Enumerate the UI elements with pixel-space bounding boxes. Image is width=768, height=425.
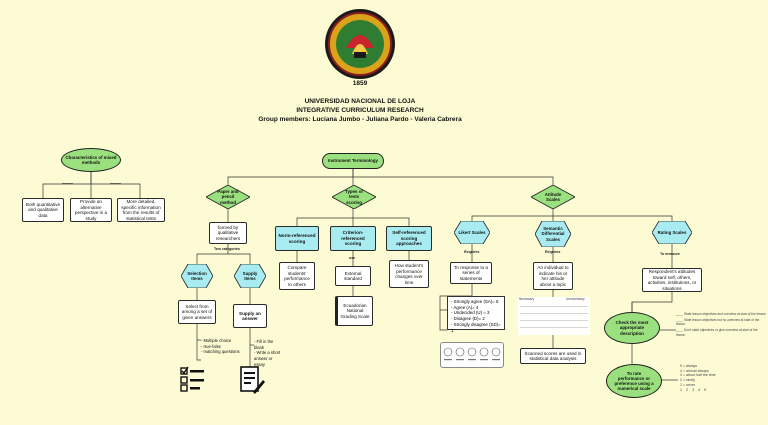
formed-by-box: formed by qualitative researchers	[209, 222, 247, 244]
semantic-table-right: Unnecessary	[566, 297, 585, 301]
mixed-arrow-label-1: ———	[62, 181, 73, 185]
likert-value: - Strongly disagree (SD)= 1	[451, 321, 501, 333]
norm-desc-box: Compare students' performance to others	[279, 262, 315, 290]
selection-items-hex: Selection Items	[180, 263, 214, 289]
criterion-desc-box: External standard	[335, 266, 371, 286]
self-referenced-box: Self-referenced scoring approaches	[386, 226, 432, 251]
types-scoring-label: Types of tests scoring	[345, 189, 363, 205]
supply-desc-box: Supply an answer	[233, 304, 267, 328]
selection-items-label: Selection Items	[187, 270, 207, 281]
mixed-item-3: More detailed, specific information from…	[117, 198, 165, 222]
likert-value: - Strongly agree (SA)= 5	[451, 299, 499, 304]
semantic-desc-box: An individual to indicate his or her att…	[533, 262, 573, 290]
select-list: - Multiple choice - true-false - matchin…	[201, 338, 241, 355]
likert-value: - Disagree (D)= 2	[451, 316, 485, 322]
rate-option: 2 = rarely	[680, 378, 696, 383]
rate-option: 3 = about half the time	[680, 373, 716, 378]
rate-option: 1 = never	[680, 382, 696, 387]
rate-options: 5 = always 4 = almost always 3 = about h…	[680, 364, 764, 393]
instrument-terminology-node: Instrument Terminology	[322, 153, 384, 169]
select-list-item: - Multiple choice	[201, 338, 232, 343]
check-option: ____ Don't state objectives or give over…	[676, 328, 758, 337]
semantic-differential-table: Necessary Unnecessary	[518, 297, 590, 335]
ecuadorian-scale-box: Ecuadorian National Grading Scale	[335, 296, 373, 326]
semantic-bottom-box: Scanned scores are used in statistical d…	[520, 348, 586, 364]
semantic-requires-label: Requires	[545, 250, 561, 254]
self-desc-box: How student's performance changes over t…	[389, 260, 429, 288]
mixed-item-1: Both quantitative and qualitative data	[22, 198, 64, 222]
document-pencil-icon	[239, 366, 265, 394]
rating-scales-hex: Rating Scales	[651, 220, 693, 245]
two-categories-label: Two categories	[214, 247, 240, 251]
paper-pencil-diamond: Paper and pencil method	[205, 184, 251, 210]
likert-requires-label: Requires	[464, 250, 480, 254]
semantic-scales-hex: Semantic Differential Scales	[534, 220, 572, 248]
criterion-referenced-box: Criterion-referenced scoring	[330, 226, 376, 251]
check-option: ____ State lesson objectives and overvie…	[676, 312, 766, 316]
check-option: ____ State lesson objectives but no over…	[676, 318, 760, 327]
seal-year: 1859	[352, 80, 368, 87]
rate-performance-label: To rate performance or preference using …	[614, 370, 654, 392]
likert-scales-hex: Likert Scales	[453, 220, 491, 245]
likert-value: - Undecided (U) = 3	[451, 310, 490, 316]
types-scoring-diamond: Types of tests scoring	[331, 184, 377, 210]
mixed-methods-node: Characteristics of mixed methods	[61, 148, 121, 172]
likert-value: - Agree (A)= 4	[451, 304, 479, 310]
mixed-methods-label: Characteristics of mixed methods	[65, 154, 117, 165]
attitude-scales-label: Attitude Scales	[544, 191, 562, 202]
mixed-item-2: Provide an alternative perspective in a …	[70, 198, 112, 222]
rate-option: 5 = always	[680, 364, 698, 368]
mixed-arrow-label-2: ———	[110, 181, 121, 185]
norm-referenced-box: Norm-referenced scoring	[275, 226, 319, 251]
check-description-label: Check the most appropriate description	[615, 320, 649, 336]
subject-title: INTEGRATIVE CURRICULUM RESEARCH	[296, 107, 424, 114]
likert-desc-box: To response to a series of statements	[450, 262, 492, 284]
likert-scales-label: Likert Scales	[458, 229, 486, 235]
semantic-table-left: Necessary	[519, 297, 535, 301]
criterion-use-label: use	[349, 256, 356, 260]
supply-list-item: - Write a short answer or essay	[254, 350, 281, 367]
supply-list: - Fill in the blank - Write a short answ…	[254, 339, 284, 367]
group-members: Group members: Luciana Jumbo - Juliana P…	[258, 116, 462, 123]
university-seal	[324, 8, 396, 80]
likert-faces-strip	[440, 342, 504, 368]
rating-desc-box: Respondent's attitudes toward self, othe…	[642, 268, 702, 292]
select-desc-box: Select from among a set of given answers	[178, 300, 216, 324]
supply-items-label: Supply Items	[242, 270, 258, 281]
check-description-circle: Check the most appropriate description	[604, 312, 660, 344]
semantic-scales-label: Semantic Differential Scales	[541, 226, 565, 242]
rating-measure-label: To measure	[660, 252, 680, 256]
rating-scales-label: Rating Scales	[657, 229, 687, 235]
checklist-icon	[180, 366, 206, 392]
paper-pencil-label: Paper and pencil method	[217, 189, 239, 205]
supply-list-item: - Fill in the blank	[254, 339, 274, 350]
instrument-terminology-label: Instrument Terminology	[328, 158, 378, 164]
likert-values-box: - Strongly agree (SA)= 5 - Agree (A)= 4 …	[447, 296, 505, 333]
rate-performance-circle: To rate performance or preference using …	[606, 364, 662, 398]
attitude-scales-diamond: Attitude Scales	[530, 184, 576, 210]
check-options: ____ State lesson objectives and overvie…	[676, 312, 766, 337]
rate-scale: 1 2 3 4 5	[680, 388, 706, 393]
select-list-item: - true-false	[201, 343, 222, 349]
supply-items-hex: Supply Items	[233, 263, 267, 289]
rate-option: 4 = almost always	[680, 368, 709, 373]
select-list-item: - matching questions	[201, 349, 240, 355]
university-name: UNIVERSIDAD NACIONAL DE LOJA	[304, 98, 416, 105]
